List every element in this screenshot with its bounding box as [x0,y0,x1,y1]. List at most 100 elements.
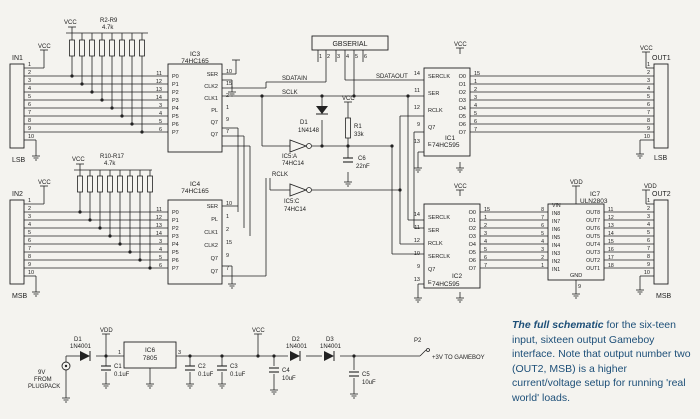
ic7-out-name-5: OUT3 [586,250,600,256]
ic3-pin-num-3: 14 [156,95,162,101]
ic2-pin-name-3: SERCLK [428,254,450,260]
ic7-in-num-4: 4 [541,239,544,245]
ic3-rpin-num-1: 15 [226,81,232,87]
ic1-pin-name-2: RCLK [428,108,443,114]
ic2-rpin-num-6: 6 [484,255,487,261]
svg-text:4: 4 [346,54,349,60]
ic3-rpin-name-0: SER [207,72,218,78]
out2-pin-numbers-1: 1 [647,198,650,204]
out2-pin-numbers-9: 9 [647,262,650,268]
gameboy-label: +3V TO GAMEBOY [432,355,485,361]
svg-text:R2-R9: R2-R9 [100,18,118,24]
svg-text:74HC595: 74HC595 [432,142,460,149]
svg-text:GND: GND [570,273,582,279]
out1-pin-numbers-7: 7 [647,110,650,116]
ic3-pin-name-2: P2 [172,90,179,96]
diode-d1-power: D1 1N4001 [70,337,92,361]
svg-text:ULN2803: ULN2803 [580,198,608,205]
ic7-in-num-6: 2 [541,255,544,261]
ic7-in-name-0: VIN [552,203,561,209]
svg-text:IC6: IC6 [145,347,156,354]
ic7-in-name-7: IN2 [552,259,560,265]
ic4-pin-num-0: 11 [156,207,162,213]
ic4-pin-name-0: P0 [172,210,179,216]
ic3-pin-num-6: 5 [159,119,162,125]
connector-p2: P2 +3V TO GAMEBOY [414,338,485,361]
in2-pin-numbers-9: 9 [28,262,31,268]
ic2-74hc595: IC2 74HC595 SERCLKSERRCLKSERCLKQ7E141112… [414,203,490,289]
svg-text:1N4001: 1N4001 [286,344,308,350]
ic4-pin-name-7: P7 [172,266,179,272]
svg-text:VCC: VCC [252,328,265,334]
svg-text:0.1uF: 0.1uF [230,372,246,378]
ic4-rpin-num-3: 15 [226,240,232,246]
connector-out2-tag: MSB [656,293,672,300]
ic3-rpin-num-0: 10 [226,69,232,75]
ic3-rpin-num-5: 7 [226,129,229,135]
connector-out2: OUT2 MSB [652,191,672,300]
svg-text:22nF: 22nF [356,164,370,170]
ic3-pin-name-3: P3 [172,98,179,104]
svg-text:0.1uF: 0.1uF [114,372,130,378]
ic2-rpin-num-4: 4 [484,239,487,245]
svg-text:6: 6 [364,54,367,60]
capacitor-plates [101,157,359,377]
ic7-uln2803: IC7 ULN2803 GND 9 VININ8IN7IN6IN5IN4IN3I… [541,191,614,290]
net-rclk: RCLK [272,172,288,178]
connector-out1: OUT1 LSB [652,55,671,162]
svg-text:VCC: VCC [38,44,51,50]
ic4-rpin-num-5: 7 [226,266,229,272]
svg-text:1N4148: 1N4148 [298,128,320,134]
ic7-in-name-6: IN3 [552,251,560,257]
in2-pin-numbers-4: 4 [28,222,31,228]
svg-text:P2: P2 [414,338,422,344]
out2-pin-numbers-6: 6 [647,238,650,244]
ic1-rpin-name-5: O5 [459,114,466,120]
ic1-rpin-name-6: O6 [459,122,466,128]
ic2-rpin-num-5: 5 [484,247,487,253]
ic1-pin-name-0: SERCLK [428,74,450,80]
ic1-rpin-num-4: 4 [474,103,477,109]
ic1-pin-num-1: 11 [414,88,420,94]
ic1-pin-name-4: E [428,142,432,148]
ic4-rpin-num-4: 9 [226,253,229,259]
ic3-pin-name-7: P7 [172,130,179,136]
ic2-pin-num-0: 14 [414,212,420,218]
svg-text:C5: C5 [362,372,370,378]
ic4-rpin-num-2: 2 [226,227,229,233]
ic2-rpin-num-7: 7 [484,263,487,269]
ic4-rpin-num-1: 1 [226,214,229,220]
net-sdatain: SDATAIN [282,76,307,82]
ic4-pin-num-1: 12 [156,215,162,221]
svg-text:IC5:C: IC5:C [284,199,300,205]
svg-text:1N4001: 1N4001 [70,344,92,350]
svg-text:VDD: VDD [570,180,583,186]
svg-text:IC4: IC4 [190,181,201,188]
out1-pin-numbers-5: 5 [647,94,650,100]
svg-text:1: 1 [118,350,121,356]
ic2-pin-num-1: 11 [414,225,420,231]
connector-out1-name: OUT1 [652,55,671,62]
ic2-rpin-name-3: O3 [469,234,476,240]
in1-pin-numbers-1: 1 [28,62,31,68]
ic4-pin-name-2: P2 [172,226,179,232]
net-labels: SDATAIN SCLK SDATAOUT RCLK [272,74,408,178]
ic7-out-num-4: 15 [608,239,614,245]
ic2-pin-name-1: SER [428,228,439,234]
ic3-pin-name-4: P4 [172,106,179,112]
ic2-pin-num-2: 12 [414,238,420,244]
ic1-rpin-num-1: 1 [474,79,477,85]
svg-text:R1: R1 [354,124,362,130]
connector-in2-tag: MSB [12,293,28,300]
ic3-pin-num-2: 13 [156,87,162,93]
ic7-out-name-7: OUT1 [586,266,600,272]
in2-pin-numbers-5: 5 [28,230,31,236]
caption-text: for the six-teen input, sixteen output G… [512,319,691,404]
figure-caption: The full schematic for the six-teen inpu… [512,318,692,405]
out2-pin-numbers-10: 10 [644,270,650,276]
ic1-rpin-num-6: 6 [474,119,477,125]
ic2-rpin-name-0: O0 [469,210,476,216]
